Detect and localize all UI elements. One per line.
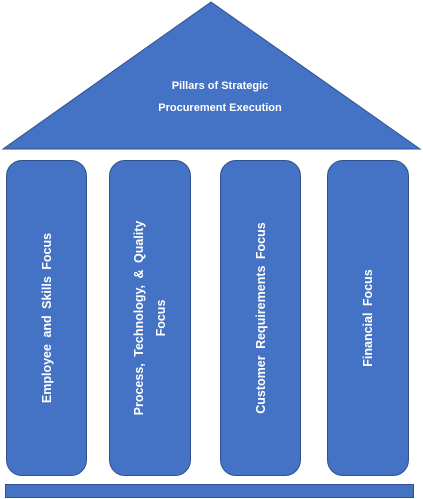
pillar-label-process-technology-quality: Process, Technology, & Quality Focus bbox=[128, 221, 172, 416]
pillar-customer-requirements: Customer Requirements Focus bbox=[220, 160, 301, 476]
pillar-label-customer-requirements: Customer Requirements Focus bbox=[253, 222, 268, 414]
roof bbox=[1, 1, 422, 150]
pillar-label-employee-skills: Employee and Skills Focus bbox=[39, 232, 54, 404]
pillar-financial: Financial Focus bbox=[327, 160, 409, 476]
pillar-process-technology-quality: Process, Technology, & Quality Focus bbox=[109, 160, 191, 476]
roof-title-line-1: Pillars of Strategic bbox=[171, 80, 269, 92]
roof-title-line-2: Procurement Execution bbox=[158, 102, 282, 114]
pillar-label-financial: Financial Focus bbox=[361, 269, 375, 367]
roof-triangle bbox=[1, 1, 422, 150]
foundation-base bbox=[5, 484, 414, 498]
pillar-label-line-2: Focus bbox=[154, 299, 168, 337]
pillar-employee-skills: Employee and Skills Focus bbox=[6, 160, 87, 476]
roof-title: Pillars of Strategic Procurement Executi… bbox=[100, 75, 340, 119]
pillar-label-line-1: Process, Technology, & Quality bbox=[132, 220, 146, 416]
